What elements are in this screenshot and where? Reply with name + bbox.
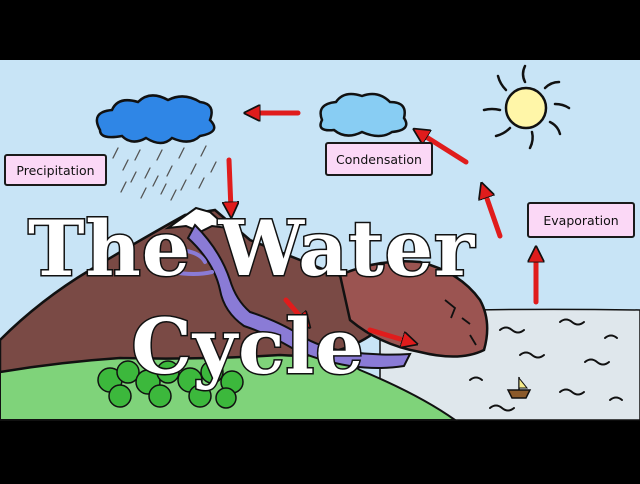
arrow-river-to-sea bbox=[367, 327, 410, 342]
rain-streaks bbox=[112, 145, 217, 201]
snow-cap bbox=[164, 206, 232, 234]
sailboat bbox=[506, 376, 532, 399]
title-line-1: The Water bbox=[27, 203, 476, 295]
river bbox=[186, 223, 412, 369]
sun-icon bbox=[482, 64, 571, 150]
evaporation-label: Evaporation bbox=[527, 202, 635, 238]
top-letterbox bbox=[0, 0, 640, 60]
bottom-letterbox bbox=[0, 420, 640, 480]
cycle-arrows bbox=[229, 113, 536, 342]
forest bbox=[97, 360, 244, 409]
arrow-rising-vapor bbox=[420, 133, 469, 165]
condensation-cloud bbox=[319, 92, 408, 138]
river-streams bbox=[170, 248, 214, 276]
title-line-2: Cycle bbox=[130, 301, 365, 393]
condensation-label: Condensation bbox=[325, 142, 433, 176]
arrow-to-condensation bbox=[484, 190, 503, 239]
precipitation-label: Precipitation bbox=[4, 154, 107, 186]
sea-waves bbox=[469, 318, 623, 412]
arrow-precipitation-down bbox=[229, 157, 231, 210]
arrow-runoff bbox=[283, 297, 305, 322]
cliff-cracks bbox=[444, 299, 477, 346]
rain-cloud bbox=[95, 94, 216, 145]
